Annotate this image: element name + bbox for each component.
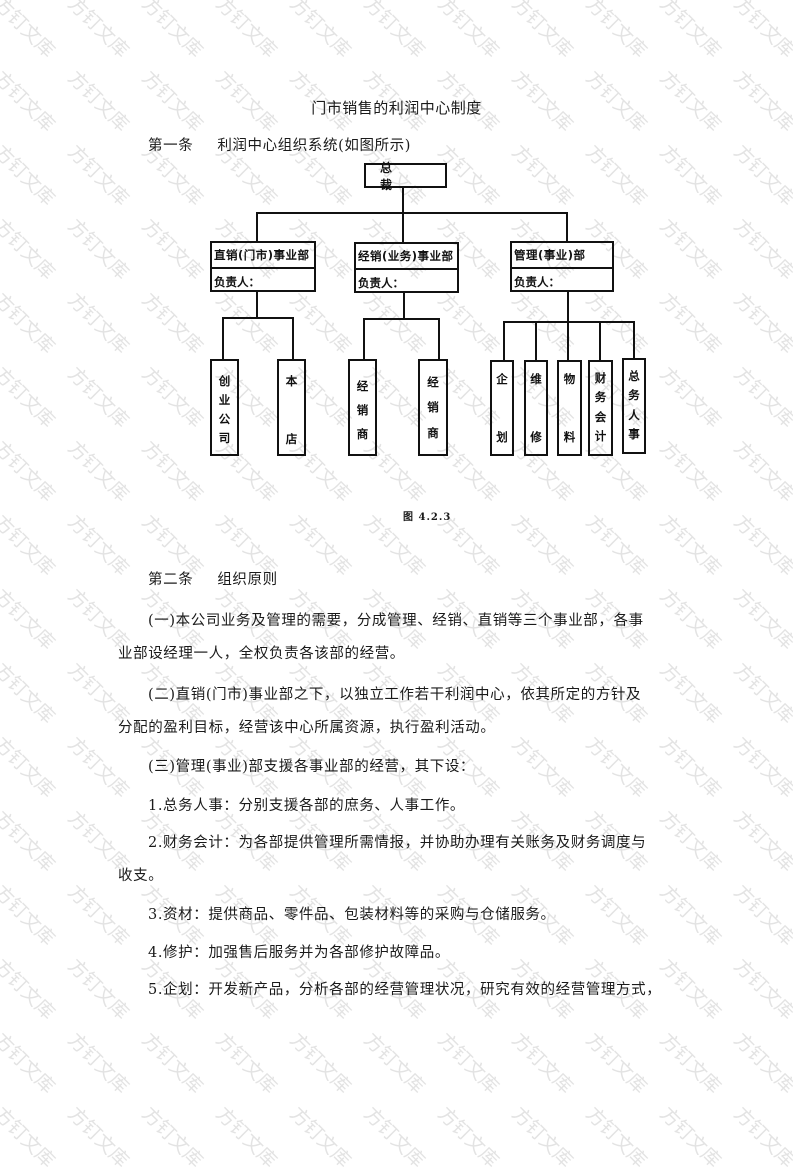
unit-char: 物	[563, 372, 576, 386]
org-dept-box-direct-sales: 直销(门市)事业部 负责人：	[210, 241, 316, 292]
unit-char: 店	[285, 432, 298, 446]
unit-char: 销	[356, 403, 369, 417]
org-unit-finance-accounting: 财 务 会 计	[588, 360, 613, 456]
unit-char: 业	[218, 392, 231, 407]
dept-lead-label: 负责人：	[358, 276, 404, 290]
dept-name: 直销(门市)事业部	[214, 248, 310, 262]
unit-char: 财	[594, 370, 607, 385]
dept-name: 管理(事业)部	[514, 248, 586, 262]
paragraph-5-line-2: 收支。	[118, 868, 164, 884]
document-page: 门市销售的利润中心制度 第一条 利润中心组织系统(如图所示) 总 裁 直销(门市)…	[118, 99, 662, 998]
unit-char: 本	[285, 374, 298, 388]
unit-char: 司	[218, 431, 231, 446]
org-dept-box-distribution: 经销(业务)事业部 负责人：	[354, 242, 459, 293]
unit-char: 人	[628, 407, 640, 422]
org-chart: 总 裁 直销(门市)事业部 负责人： 经销(业务)事业部 负责人： 管理(事业)…	[210, 161, 646, 523]
document-title: 门市销售的利润中心制度	[311, 99, 482, 117]
dept-name: 经销(业务)事业部	[358, 249, 454, 263]
connector-line	[599, 321, 601, 360]
unit-char: 企	[496, 372, 508, 386]
unit-char: 经	[356, 379, 369, 393]
org-unit-startup-company: 创 业 公 司	[210, 359, 239, 456]
dept-lead-label: 负责人：	[214, 275, 260, 289]
divider	[210, 267, 316, 269]
article1-heading: 第一条	[148, 138, 194, 154]
paragraph-7: 4.修护：加强售后服务并为各部修护故障品。	[148, 945, 450, 961]
unit-char: 划	[496, 430, 508, 444]
paragraph-1-line-2: 业部设经理一人，全权负责各该部的经营。	[118, 646, 405, 662]
connector-line	[256, 212, 258, 242]
article1-text: 利润中心组织系统(如图所示)	[217, 138, 412, 154]
connector-line	[363, 318, 440, 320]
org-unit-main-store: 本 店	[277, 359, 306, 456]
connector-line	[256, 212, 568, 214]
connector-line	[402, 188, 404, 242]
unit-char: 会	[594, 409, 607, 424]
connector-line	[403, 293, 405, 319]
org-root-box: 总 裁	[364, 161, 447, 192]
unit-char: 事	[628, 427, 640, 442]
connector-line	[503, 321, 635, 323]
connector-line	[222, 317, 224, 360]
article2-heading-line: 第二条 组织原则	[148, 562, 278, 599]
connector-line	[292, 317, 294, 360]
connector-line	[633, 321, 635, 358]
connector-line	[222, 317, 294, 319]
paragraph-2-line-2: 分配的盈利目标，经营该中心所属资源，执行盈利活动。	[118, 720, 496, 736]
org-unit-planning: 企 划	[490, 360, 514, 456]
org-dept-box-management: 管理(事业)部 负责人：	[510, 241, 614, 292]
figure-caption: 图 4.2.3	[403, 512, 452, 523]
connector-line	[535, 321, 537, 360]
divider	[510, 267, 614, 269]
connector-line	[256, 292, 258, 319]
connector-line	[438, 318, 440, 360]
connector-line	[566, 212, 568, 242]
unit-char: 公	[218, 412, 231, 427]
unit-char: 料	[563, 430, 576, 444]
paragraph-4: 1.总务人事：分别支援各部的庶务、人事工作。	[148, 798, 466, 814]
unit-char: 务	[628, 388, 640, 403]
divider	[354, 268, 459, 270]
paragraph-5-line-1: 2.财务会计：为各部提供管理所需情报，并协助办理有关账务及财务调度与	[148, 835, 647, 851]
unit-char: 销	[427, 400, 439, 415]
connector-line	[503, 321, 505, 360]
org-unit-distributor-1: 经 销 商	[348, 359, 377, 456]
connector-line	[363, 318, 365, 360]
unit-char: 务	[594, 390, 607, 405]
paragraph-6: 3.资材：提供商品、零件品、包装材料等的采购与仓储服务。	[148, 907, 556, 923]
connector-line	[567, 292, 569, 360]
paragraph-1-line-1: (一)本公司业务及管理的需要，分成管理、经销、直销等三个事业部，各事	[148, 613, 644, 629]
paragraph-2-line-1: (二)直销(门市)事业部之下，以独立工作若干利润中心，依其所定的方针及	[148, 687, 642, 703]
unit-char: 创	[218, 373, 231, 388]
unit-char: 维	[530, 372, 542, 386]
org-unit-distributor-2: 经 销 商	[418, 359, 448, 456]
unit-char: 总	[628, 368, 640, 383]
article2-title: 组织原则	[217, 572, 278, 588]
org-unit-materials: 物 料	[557, 360, 582, 456]
org-unit-maintenance: 维 修	[524, 360, 548, 456]
unit-char: 商	[427, 426, 439, 441]
unit-char: 修	[530, 430, 542, 444]
dept-lead-label: 负责人：	[514, 275, 560, 289]
unit-char: 商	[356, 427, 369, 441]
article1-line: 第一条 利润中心组织系统(如图所示)	[148, 131, 411, 161]
article2-heading: 第二条	[148, 572, 194, 588]
unit-char: 计	[594, 429, 607, 444]
org-unit-general-affairs-hr: 总 务 人 事	[622, 358, 646, 454]
unit-char: 经	[427, 374, 439, 389]
paragraph-8: 5.企划：开发新产品，分析各部的经营管理状况，研究有效的经营管理方式，	[148, 982, 662, 998]
paragraph-3: (三)管理(事业)部支援各事业部的经营，其下设：	[148, 759, 476, 775]
